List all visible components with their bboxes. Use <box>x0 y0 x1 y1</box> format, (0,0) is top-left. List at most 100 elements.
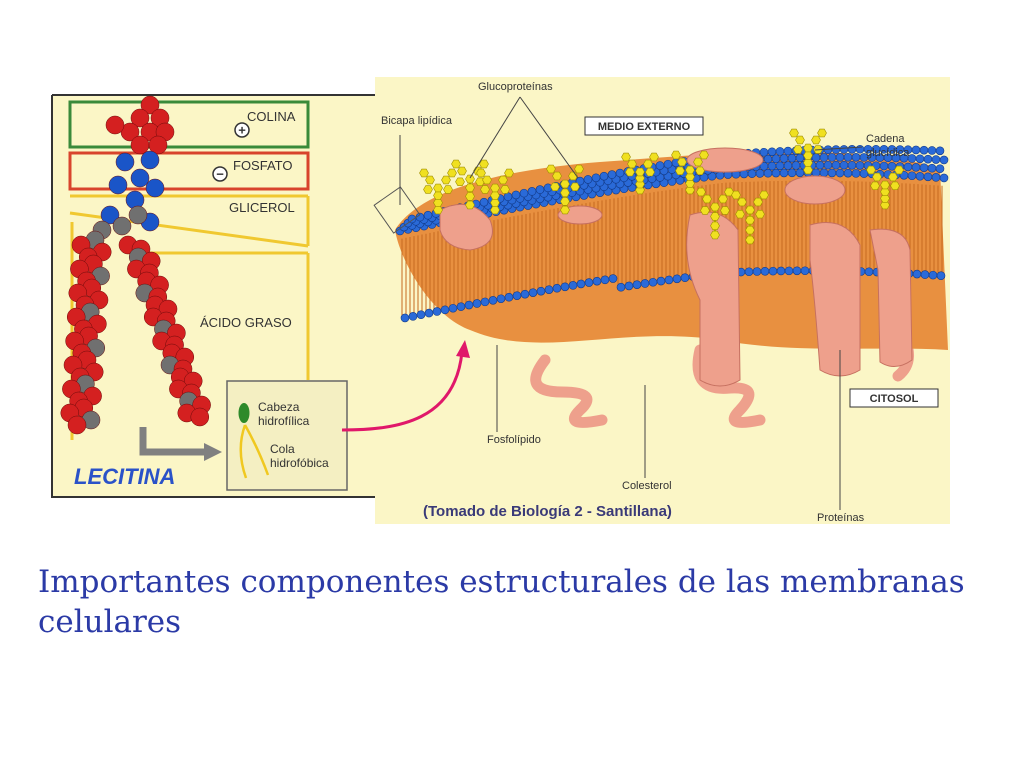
lipid-head <box>911 163 921 172</box>
lipid-head <box>835 153 845 162</box>
sugar-unit <box>702 194 712 204</box>
amphipathic-legend-box <box>226 380 348 491</box>
lipid-head <box>855 144 865 154</box>
lipid-head <box>915 154 925 164</box>
sugar-unit <box>737 197 747 207</box>
fosfato-charge: − <box>216 167 224 182</box>
lipid-head <box>552 283 562 293</box>
lipid-head <box>771 154 781 164</box>
lipid-head <box>935 164 945 173</box>
lipid-head <box>407 214 417 224</box>
sugar-unit <box>724 187 734 197</box>
lipid-head <box>819 153 829 162</box>
lipid-head <box>432 307 442 316</box>
lipid-head <box>843 152 853 162</box>
sugar-unit <box>880 180 890 190</box>
sugar-unit <box>695 166 705 175</box>
sugar-unit <box>443 185 453 194</box>
sugar-unit <box>789 128 799 138</box>
lipid-head <box>568 281 578 290</box>
lipid-head <box>939 155 949 165</box>
lecitina-panel: + − COLINA FOSFATO GLICEROL ÁCIDO GRASO … <box>51 94 377 498</box>
lipid-head <box>456 302 466 311</box>
sugar-unit <box>455 177 465 186</box>
lipid-head <box>512 291 522 300</box>
lecithin-molecule-model <box>60 95 211 435</box>
lipid-head <box>903 162 913 172</box>
fosfato-charge-circle <box>212 166 228 182</box>
sugar-unit <box>811 135 821 145</box>
sugar-unit <box>451 159 461 169</box>
protein-center-left <box>686 211 741 387</box>
lipid-head <box>907 171 917 181</box>
gray-pointer-arrowhead <box>204 443 222 461</box>
sugar-unit <box>677 157 687 167</box>
lipid-head <box>479 197 489 207</box>
lipid-head <box>544 285 554 294</box>
sugar-unit <box>685 165 695 175</box>
lipid-head <box>787 153 797 163</box>
sugar-unit <box>700 206 710 215</box>
atom-sphere <box>130 135 150 155</box>
sugar-unit <box>720 206 730 215</box>
protein-right <box>869 228 913 367</box>
lipid-head <box>823 160 833 170</box>
glucoproteinas-label: Glucoproteínas <box>478 81 553 93</box>
sugar-unit <box>621 152 631 162</box>
lipid-head <box>800 266 810 276</box>
sugar-unit <box>465 200 475 210</box>
lipid-head <box>423 210 433 220</box>
lipid-head <box>919 145 929 155</box>
sugar-unit <box>710 212 720 221</box>
sugar-unit <box>803 151 813 160</box>
lipid-head <box>480 297 490 307</box>
atom-sphere <box>130 168 150 188</box>
lipid-head <box>416 310 426 320</box>
gray-pointer-arrow <box>139 427 205 456</box>
sugar-unit <box>755 210 765 219</box>
lipid-head <box>648 277 658 287</box>
sugar-unit <box>803 143 813 153</box>
sugar-unit <box>498 175 508 185</box>
lipid-head <box>835 168 845 178</box>
lipid-head <box>591 173 601 183</box>
lipid-head <box>575 176 585 186</box>
sugar-unit <box>671 150 681 160</box>
lipid-head <box>592 276 602 286</box>
sugar-unit <box>425 175 435 185</box>
lipid-head <box>831 145 841 154</box>
sugar-unit <box>696 187 706 197</box>
lipid-head <box>831 160 841 170</box>
lipid-head <box>827 168 837 178</box>
sugar-chains <box>419 128 904 245</box>
lipid-head <box>839 160 849 170</box>
atom-sphere <box>140 95 160 115</box>
colina-label: COLINA <box>247 109 296 124</box>
lipid-head <box>599 171 609 181</box>
sugar-unit <box>753 197 763 207</box>
sugar-unit <box>870 181 880 190</box>
lipid-head <box>655 161 665 170</box>
sugar-unit <box>504 168 514 178</box>
sugar-unit <box>793 145 803 154</box>
lipid-head <box>787 168 797 178</box>
lipid-head <box>680 273 690 283</box>
lipid-head <box>919 163 929 173</box>
lipid-head <box>768 266 778 276</box>
sugar-unit <box>490 205 500 215</box>
sugar-unit <box>803 158 813 167</box>
atom-sphere <box>112 216 132 236</box>
lipid-head <box>819 168 829 178</box>
sugar-unit <box>649 152 659 162</box>
sugar-unit <box>890 181 900 190</box>
atom-sphere <box>148 135 168 155</box>
sugar-unit <box>479 159 489 169</box>
lipid-head <box>855 161 865 170</box>
lipid-head <box>879 161 889 171</box>
lipid-head <box>827 153 837 162</box>
sugar-unit <box>645 167 655 177</box>
sugar-unit <box>560 179 570 189</box>
sugar-unit <box>745 225 755 235</box>
lipid-head <box>760 266 770 276</box>
sugar-unit <box>465 192 475 201</box>
